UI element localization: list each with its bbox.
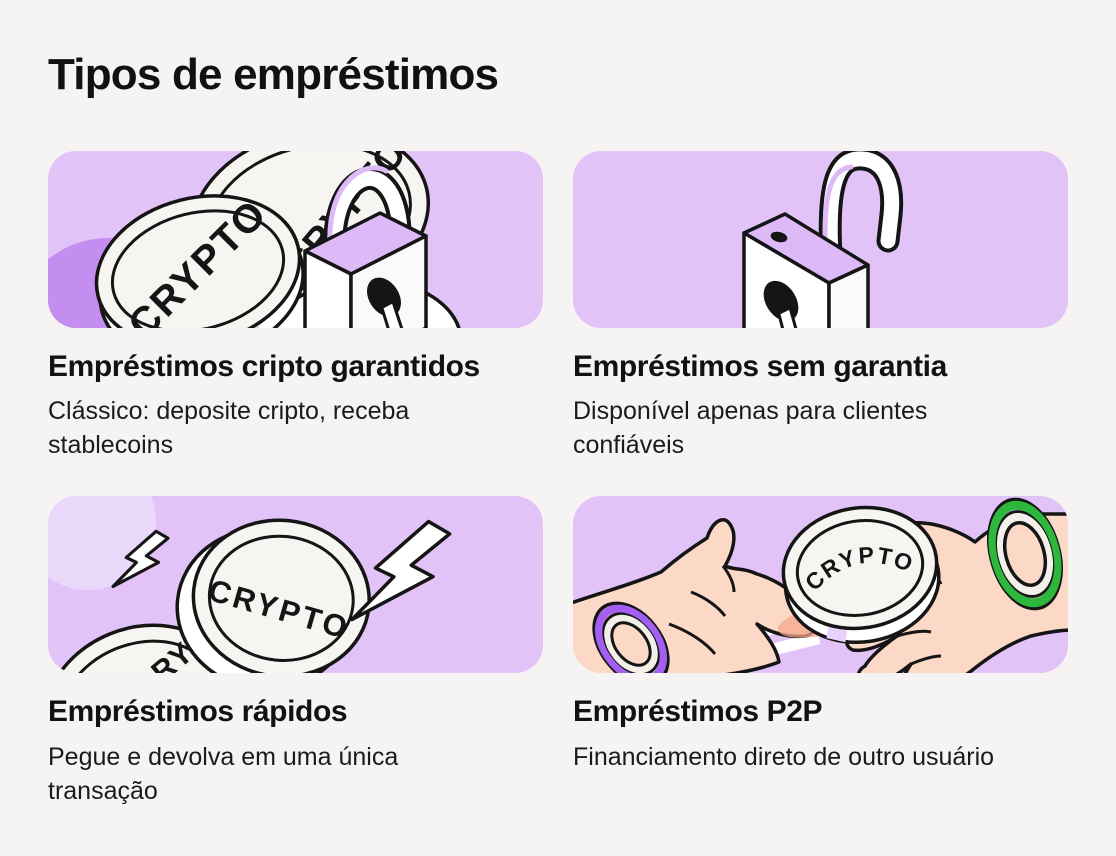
card-sem-garantia: Empréstimos sem garantia Disponível apen… [573,150,1068,497]
lock-hole [770,231,788,242]
keyhole [366,277,406,328]
card-description: Disponível apenas para clientes confiáve… [573,397,928,460]
card-description: Financiamento direto de outro usuário [573,742,995,771]
open-padlock-illustration [573,150,1068,328]
open-padlock [742,150,904,328]
card-rapidos: CRY CRYPTO [48,496,543,842]
card-p2p: CRYPTO Empréstimos P2P Financiamento dir… [573,496,1068,842]
crypto-coins-lock-illustration: CRYPTO [48,150,543,328]
page-title: Tipos de empréstimos [48,50,499,99]
coin-lightning-illustration: CRY CRYPTO [48,496,543,674]
bracelet-purple [592,601,670,674]
light-blob [48,496,156,591]
crypto-coins-lock-icon: CRYPTO [48,150,461,328]
card-title: Empréstimos sem garantia [573,349,947,383]
card-crypto-garantidos: CRYPTO [48,150,543,497]
closed-padlock-icon [303,164,428,328]
card-title: Empréstimos cripto garantidos [48,349,480,383]
crypto-coin: CRYPTO [175,518,371,674]
lightning-icon-small [111,529,170,589]
hands-exchange-illustration: CRYPTO [573,496,1068,674]
crypto-coin-front [94,193,305,328]
card-description: Pegue e devolva em uma única transação [48,742,399,805]
bracelet-green [987,497,1063,611]
cards-grid: CRYPTO [48,150,1068,842]
hands-exchange-icon: CRYPTO [573,497,1068,674]
card-description: Clássico: deposite cripto, receba stable… [48,397,410,460]
card-title: Empréstimos P2P [573,695,823,729]
card-title: Empréstimos rápidos [48,695,348,729]
coin-lightning-icon: CRY CRYPTO [48,496,452,674]
lightning-icon [350,519,452,622]
hand-left [573,518,818,674]
crypto-coin: CRYPTO [781,505,941,645]
open-padlock-icon [742,150,904,328]
keyhole [763,280,802,328]
